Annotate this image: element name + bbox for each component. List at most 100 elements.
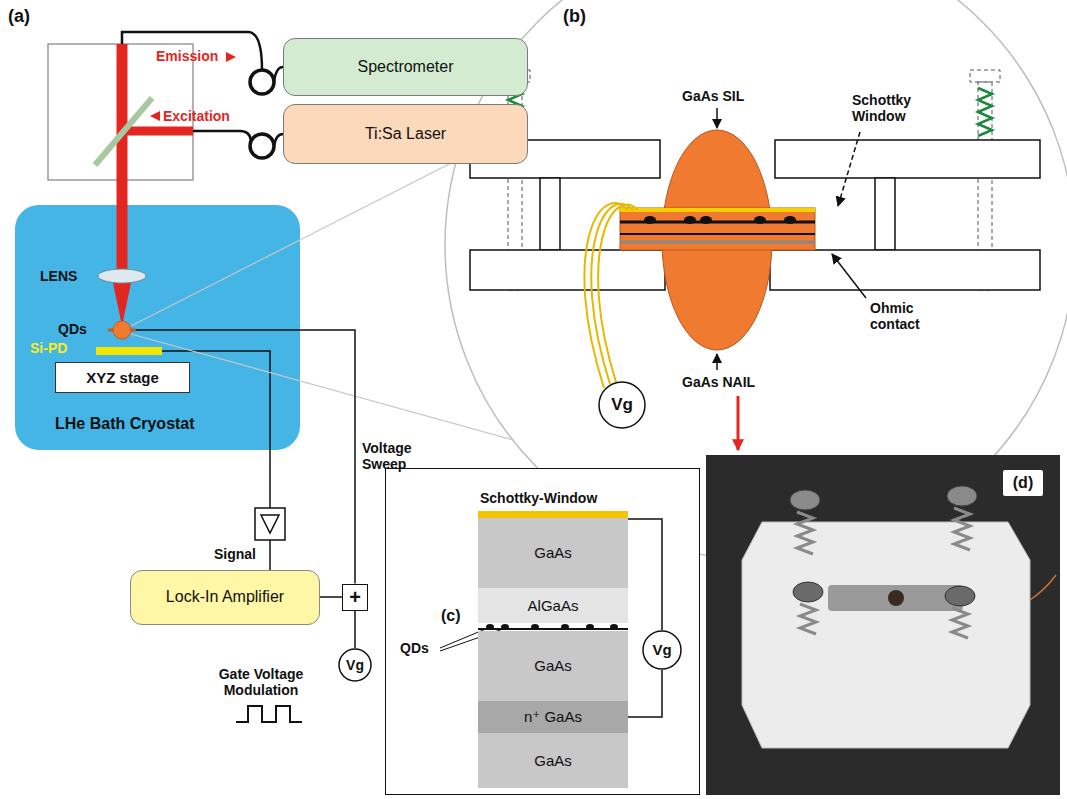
part-label: Schottky-Window	[480, 490, 597, 506]
node-text: n⁺ GaAs	[524, 708, 582, 725]
voltage-source-circle: Vg	[338, 648, 372, 682]
part-label: LENS	[40, 268, 77, 284]
bottom-plate	[470, 250, 665, 290]
cryostat-region: LHe Bath Cryostat XYZ stage	[15, 205, 300, 450]
label-anchor: Signal	[214, 546, 256, 562]
node-text: Vg	[346, 657, 364, 673]
label-anchor: QDs	[400, 640, 429, 656]
layer-band: AlGaAs	[478, 588, 628, 623]
node-text: (d)	[1013, 474, 1033, 492]
fiber	[274, 134, 283, 146]
instrument-box: Spectrometer	[283, 38, 528, 96]
photo-spring	[954, 508, 970, 550]
schottky-window-strip	[478, 511, 628, 518]
label-anchor: Gate Voltage Modulation	[195, 666, 327, 698]
label-anchor: Voltage Sweep	[362, 440, 434, 472]
layer-band: GaAs	[478, 733, 628, 788]
holder-post	[540, 178, 560, 250]
node-text: LHe Bath Cryostat	[55, 415, 195, 433]
part-label: GaAs NAIL	[682, 374, 755, 390]
label-anchor: GaAs SIL	[682, 88, 744, 104]
excitation-beam	[122, 127, 193, 136]
bottom-plate	[770, 250, 1040, 290]
node-text: GaAs	[534, 657, 572, 674]
zoom-line	[131, 160, 457, 326]
label-anchor: Si-PD	[30, 340, 67, 356]
layer-band: n⁺ GaAs	[478, 701, 628, 733]
quantum-dot	[784, 216, 796, 224]
wire-connector	[628, 670, 662, 717]
signal-label: Voltage Sweep	[362, 440, 434, 472]
part-label: Schottky Window	[852, 92, 930, 124]
label-anchor: LENS	[40, 268, 77, 284]
photo-screw	[790, 490, 820, 510]
bond-wire	[591, 204, 633, 384]
leader-arrow	[832, 254, 866, 298]
node-text: Vg	[611, 395, 633, 415]
schottky-layer	[620, 208, 815, 212]
excitation-arrowhead	[150, 111, 160, 121]
leader-arrow	[838, 132, 860, 206]
panel-label: (a)	[8, 6, 30, 27]
photo-spring	[800, 604, 816, 634]
quantum-dot	[644, 216, 656, 224]
fiber	[122, 32, 262, 70]
square-wave-symbol	[236, 706, 302, 722]
part-label: QDs	[58, 321, 87, 337]
holder-post	[875, 178, 895, 250]
photo-sample	[888, 590, 904, 606]
signal-label: Gate Voltage Modulation	[195, 666, 327, 698]
summing-box: +	[342, 584, 368, 611]
node-text: Vg	[652, 641, 671, 658]
photo-pointer-arrow	[737, 396, 740, 450]
sample-chip	[620, 208, 815, 250]
quantum-dot	[684, 216, 696, 224]
label-anchor: Ohmic contact	[870, 300, 936, 332]
wire-connector	[354, 611, 356, 649]
photo-spring	[952, 608, 968, 638]
panel-label: (b)	[563, 6, 586, 27]
fiber-loop	[250, 70, 274, 94]
signal-label: Signal	[214, 546, 256, 562]
voltage-source-circle: Vg	[642, 630, 682, 670]
voltage-source-circle: Vg	[598, 381, 646, 429]
stage-box: XYZ stage	[55, 362, 190, 393]
node-text: GaAs	[534, 544, 572, 561]
photo-mount	[742, 522, 1030, 748]
fiber	[274, 67, 283, 82]
layer-band: GaAs	[478, 518, 628, 588]
photo-screw	[945, 586, 975, 606]
fiber	[193, 131, 251, 141]
circle-outline-shape	[643, 631, 681, 669]
focused-beam	[112, 278, 132, 326]
label-anchor: Schottky-Window	[480, 490, 597, 506]
label-anchor: Schottky Window	[852, 92, 930, 124]
node-text: XYZ stage	[86, 369, 159, 386]
part-label: Ohmic contact	[870, 300, 936, 332]
quantum-dot	[486, 624, 494, 630]
node-text: +	[349, 586, 361, 609]
quantum-dot	[561, 624, 569, 630]
label-anchor: (a)	[8, 6, 30, 27]
cryostat-body	[15, 205, 300, 450]
beam-label: Excitation	[163, 108, 230, 124]
circle-outline-shape	[599, 382, 645, 428]
signal-wire	[269, 540, 271, 570]
bond-wire	[598, 205, 638, 382]
circle-outline-shape	[339, 649, 371, 681]
label-anchor: Emission	[156, 48, 218, 64]
label-anchor: Excitation	[163, 108, 230, 124]
leader-arrow	[716, 354, 718, 370]
fiber-loop	[250, 134, 274, 158]
amplifier-symbol	[255, 508, 285, 540]
photo-spring	[797, 512, 813, 554]
quantum-dot	[754, 216, 766, 224]
wire-connector	[300, 330, 355, 584]
quantum-dot	[531, 624, 539, 630]
sample-layer	[620, 233, 815, 235]
node-text: Lock-In Amplifier	[166, 588, 284, 606]
node-text: AlGaAs	[528, 597, 579, 614]
layer-band: GaAs	[478, 631, 628, 701]
